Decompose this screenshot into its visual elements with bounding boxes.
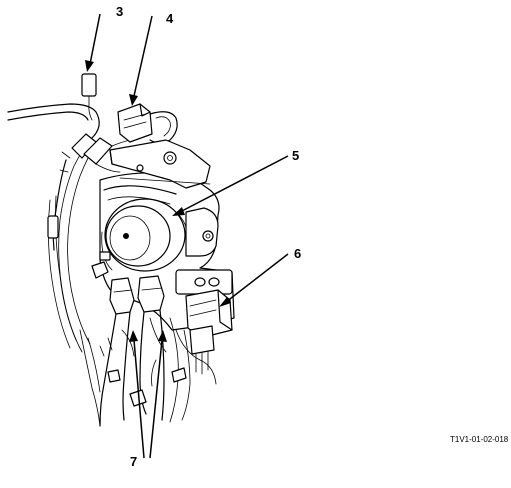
motor-5: [104, 198, 186, 272]
callout-3: 3: [116, 4, 123, 19]
callout-5: 5: [292, 148, 299, 163]
relay-4: [117, 103, 153, 143]
engine-component-drawing: [7, 103, 235, 427]
part-3: [81, 73, 97, 97]
callout-4: 4: [166, 11, 174, 26]
callout-6: 6: [294, 246, 301, 261]
leader-lines: [81, 13, 289, 459]
callout-7: 7: [130, 454, 137, 469]
connector-7-right: [137, 275, 165, 313]
figure-id: T1V1-01-02-018: [450, 435, 509, 444]
